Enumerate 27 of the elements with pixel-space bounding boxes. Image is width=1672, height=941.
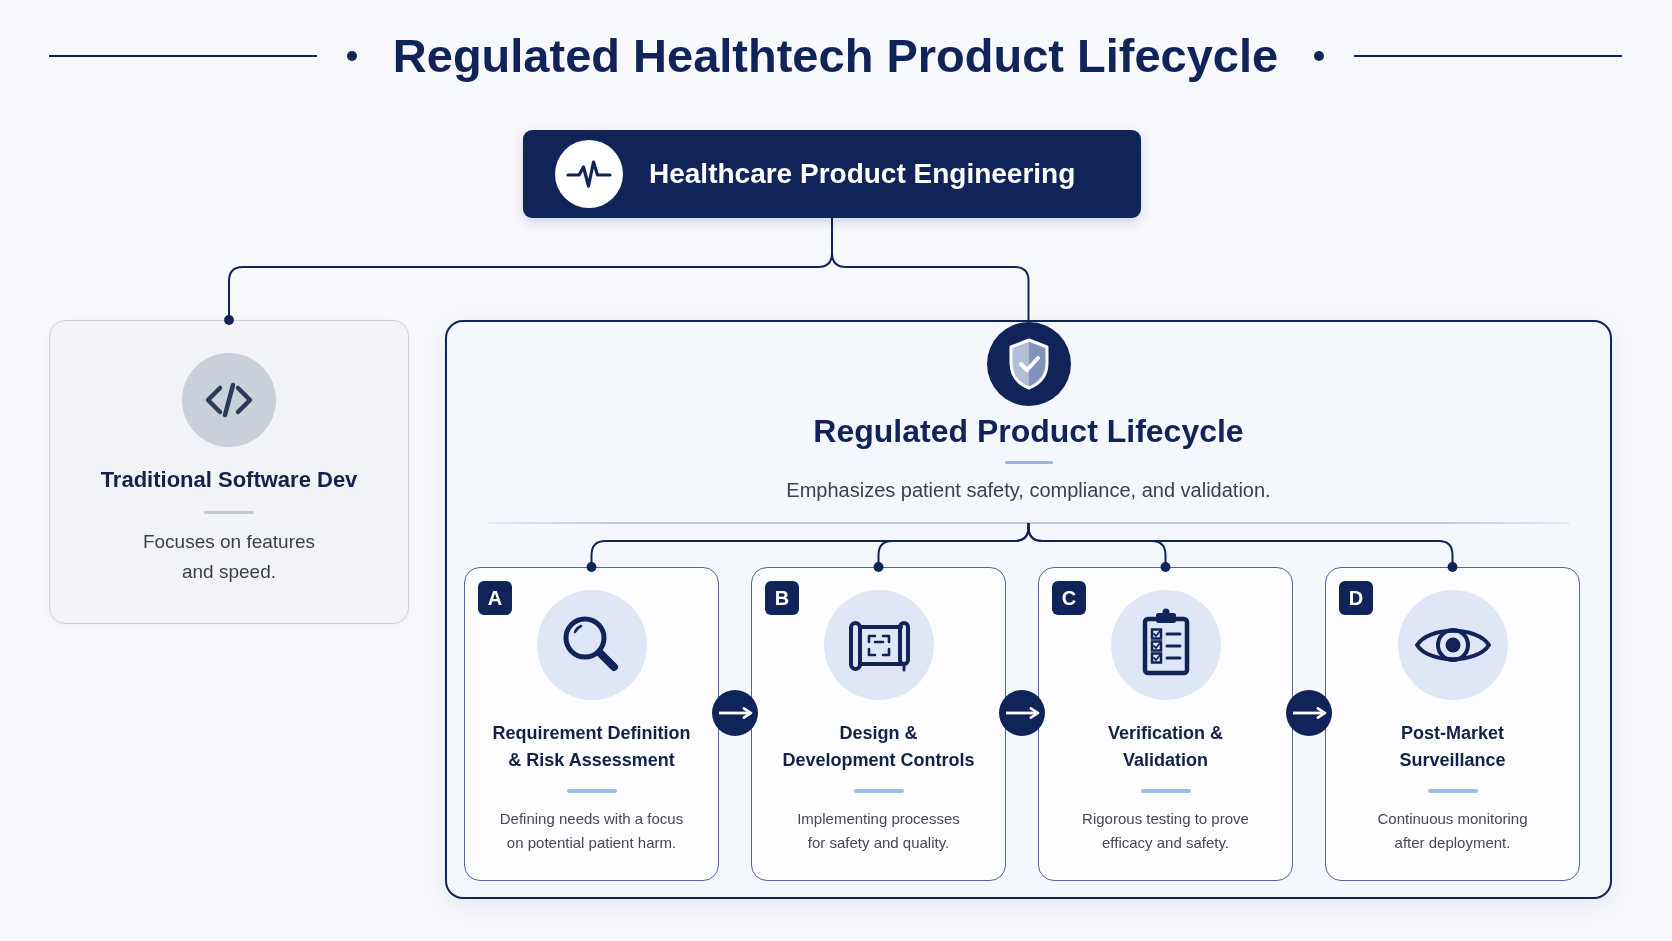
card-description: Implementing processes for safety and quality.: [796, 809, 961, 853]
panel-description: Emphasizes patient safety, compliance, and validation.: [786, 478, 1271, 503]
container-panel: [445, 320, 1612, 899]
diagram-title: Regulated Healthtech Product Lifecycle: [392, 28, 1279, 84]
card-description: Rigorous testing to prove efficacy and safety.: [1081, 809, 1250, 853]
step-card: [1038, 567, 1293, 881]
connector-line: [1027, 522, 1458, 572]
step-card: [1325, 567, 1580, 881]
connector-line: [831, 217, 1030, 321]
info-card: [49, 320, 409, 624]
heading-box: [523, 130, 1141, 218]
step-letter: B: [765, 581, 799, 615]
card-title: Design & Development Controls: [781, 722, 976, 772]
card-description: Focuses on features and speed.: [141, 530, 317, 584]
card-title: Post-Market Surveillance: [1398, 722, 1507, 772]
card-title: Requirement Definition & Risk Assessment: [491, 722, 692, 772]
card-description: Defining needs with a focus on potential patient harm.: [498, 809, 685, 853]
card-title: Verification & Validation: [1107, 722, 1224, 772]
step-card: [751, 567, 1006, 881]
step-card: [464, 567, 719, 881]
step-letter: C: [1052, 581, 1086, 615]
card-description: Continuous monitoring after deployment.: [1376, 809, 1529, 853]
card-title: Traditional Software Dev: [100, 466, 358, 494]
panel-title: Regulated Product Lifecycle: [813, 412, 1244, 450]
step-letter: A: [478, 581, 512, 615]
node-title: Healthcare Product Engineering: [649, 158, 1076, 190]
step-letter: D: [1339, 581, 1373, 615]
